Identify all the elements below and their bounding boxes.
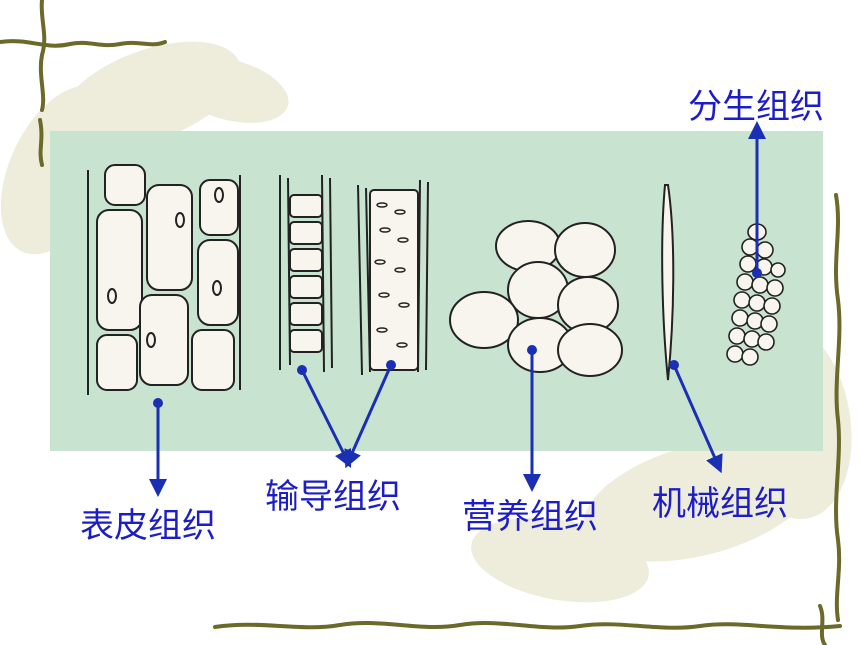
arrow-conductive-right [344,360,396,469]
label-nutritive-tissue: 营养组织 [462,497,598,537]
arrow-meristematic [748,121,766,278]
label-meristematic-tissue: 分生组织 [688,87,824,127]
label-mechanical-tissue: 机械组织 [652,484,788,524]
epidermal-tissue-drawing [87,164,241,395]
arrow-nutritive [523,345,541,492]
conductive-tissue-drawing [279,174,429,376]
arrow-epidermal [149,398,167,497]
label-epidermal-tissue: 表皮组织 [80,506,216,546]
arrow-conductive-left [297,365,352,469]
nutritive-tissue-drawing [449,220,623,377]
mechanical-tissue-drawing [661,184,675,381]
vine-decoration-top-left [0,0,167,167]
meristematic-tissue-drawing [726,223,786,366]
arrow-mechanical [669,360,723,474]
label-conductive-tissue: 输导组织 [265,477,401,517]
vine-decoration-bottom [213,604,842,645]
vine-decoration-right [834,193,842,622]
